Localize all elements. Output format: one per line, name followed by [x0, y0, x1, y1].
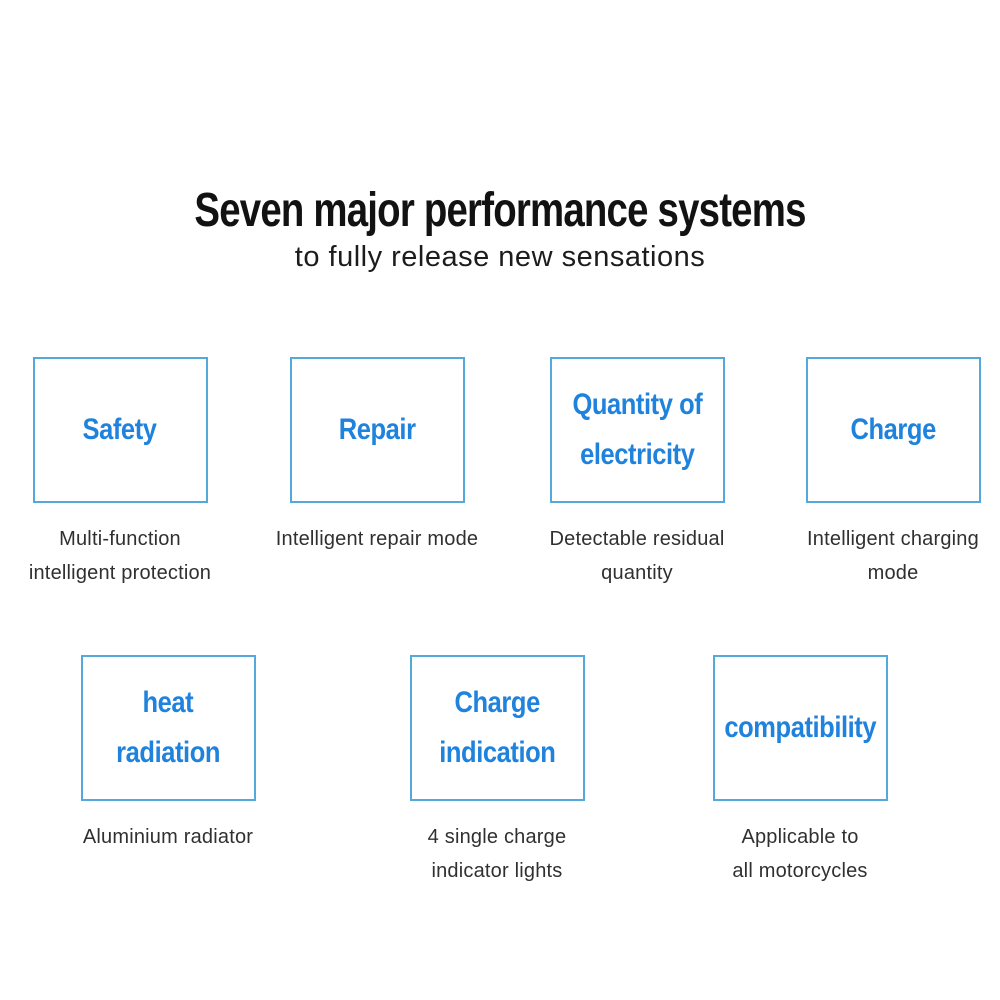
- feature-charge: Charge Intelligent charging mode: [793, 357, 993, 590]
- feature-compatibility: compatibility Applicable to all motorcyc…: [680, 655, 920, 888]
- feature-label: indication: [438, 736, 556, 769]
- feature-box-compatibility: compatibility: [712, 655, 888, 801]
- caption-line: all motorcycles: [732, 860, 868, 882]
- caption-line: Multi-function: [59, 528, 181, 550]
- feature-caption: Applicable to all motorcycles: [680, 820, 920, 888]
- feature-box-safety: Safety: [32, 357, 208, 503]
- feature-box-repair: Repair: [289, 357, 465, 503]
- feature-charge-indication: Charge indication 4 single charge indica…: [377, 655, 617, 888]
- feature-label: compatibility: [724, 711, 876, 744]
- caption-line: quantity: [601, 562, 673, 584]
- feature-label: Safety: [82, 413, 157, 446]
- feature-box-quantity-of-electricity: Quantity of electricity: [549, 357, 725, 503]
- feature-caption: Aluminium radiator: [48, 820, 288, 854]
- feature-caption: 4 single charge indicator lights: [377, 820, 617, 888]
- feature-label: Charge: [454, 686, 540, 719]
- caption-line: intelligent protection: [28, 562, 212, 584]
- feature-safety: Safety Multi-function intelligent protec…: [0, 357, 240, 590]
- feature-caption: Intelligent repair mode: [247, 522, 507, 556]
- feature-label: Repair: [338, 413, 416, 446]
- feature-repair: Repair Intelligent repair mode: [247, 357, 507, 556]
- feature-heat-radiation: heat radiation Aluminium radiator: [48, 655, 288, 854]
- caption-line: mode: [867, 562, 919, 584]
- caption-line: Detectable residual: [549, 528, 725, 550]
- caption-line: 4 single charge: [427, 826, 567, 848]
- caption-line: Applicable to: [741, 826, 859, 848]
- feature-caption: Intelligent charging mode: [793, 522, 993, 590]
- feature-caption: Multi-function intelligent protection: [0, 522, 240, 590]
- feature-caption: Detectable residual quantity: [507, 522, 767, 590]
- page-title-text: Seven major performance systems: [194, 184, 806, 237]
- feature-label: radiation: [116, 736, 220, 769]
- feature-box-heat-radiation: heat radiation: [80, 655, 256, 801]
- caption-line: Intelligent charging: [807, 528, 979, 550]
- caption-line: Intelligent repair mode: [275, 528, 479, 550]
- feature-quantity-of-electricity: Quantity of electricity Detectable resid…: [507, 357, 767, 590]
- feature-label: Quantity of: [572, 388, 702, 421]
- feature-box-charge: Charge: [805, 357, 981, 503]
- caption-line: indicator lights: [431, 860, 563, 882]
- page-subtitle: to fully release new sensations: [294, 241, 706, 273]
- caption-line: Aluminium radiator: [82, 826, 254, 848]
- feature-label: electricity: [579, 438, 695, 471]
- feature-label: Charge: [850, 413, 936, 446]
- page-title: Seven major performance systems: [0, 183, 1000, 238]
- feature-label: heat: [142, 686, 194, 719]
- feature-box-charge-indication: Charge indication: [409, 655, 585, 801]
